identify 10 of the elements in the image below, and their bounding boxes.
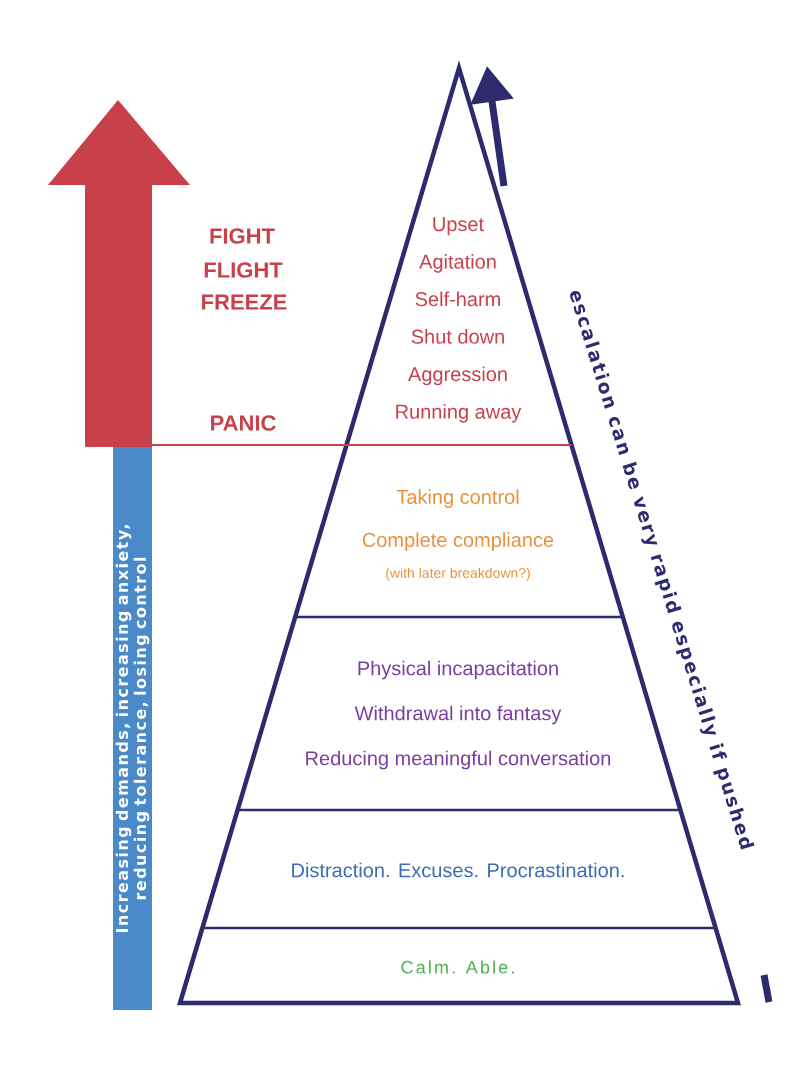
tier-text: Upset Agitation Self-harm Shut down Aggression Running away — [396, 217, 522, 423]
state-label: PANIC — [211, 415, 276, 431]
tier-text: Physical incapacitation Withdrawal into fantasy Reducing meaningful conversation — [306, 660, 611, 770]
state-label: FREEZE — [202, 294, 287, 310]
state-label: FIGHT — [210, 228, 275, 244]
tier-text: Taking control Complete compliance (with later breakdown?) — [362, 489, 554, 581]
tier-text: Distraction. Excuses. Procrastination. — [292, 862, 624, 878]
tier-text: Calm. Able. — [401, 960, 514, 974]
state-label: FLIGHT — [204, 262, 283, 278]
side-bar: Increasing demands, increasing anxiety, reducing tolerance, losing control — [113, 447, 152, 1010]
